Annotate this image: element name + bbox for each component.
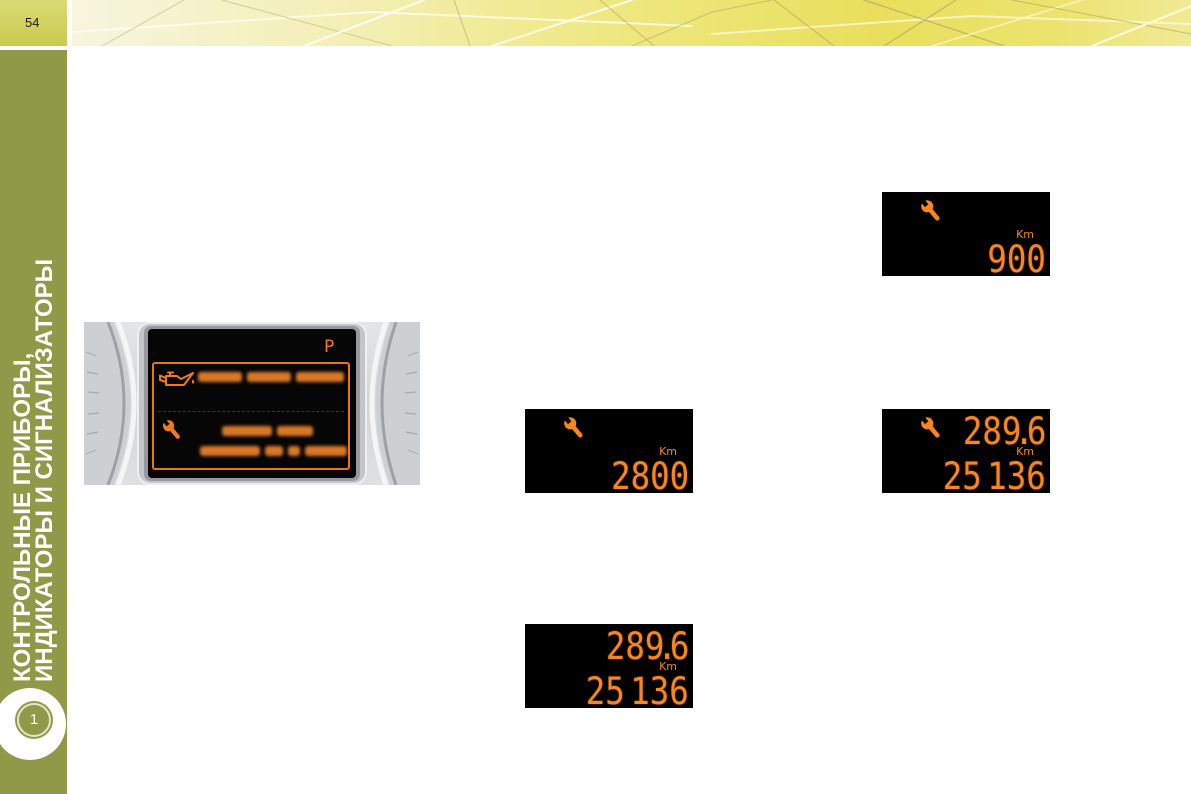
odometer-display: 289.6 Km 25 136 bbox=[525, 624, 693, 708]
odometer-value: 25 136 bbox=[943, 455, 1046, 493]
service-distance-value: 900 bbox=[987, 238, 1046, 276]
odometer-value: 25 136 bbox=[586, 670, 689, 708]
service-distance-value: 2800 bbox=[611, 455, 689, 493]
chapter-number-badge: 1 bbox=[17, 703, 51, 737]
wrench-icon bbox=[920, 416, 940, 438]
message-divider bbox=[158, 411, 344, 412]
service-display: Km 2800 bbox=[525, 409, 693, 493]
distance-unit: Km bbox=[1016, 228, 1034, 241]
distance-unit: Km bbox=[659, 660, 677, 673]
service-display: 289.6 Km 25 136 bbox=[882, 409, 1050, 493]
wrench-icon bbox=[920, 199, 940, 221]
wrench-icon bbox=[162, 419, 180, 439]
chapter-title: КОНТРОЛЬНЫЕ ПРИБОРЫ, ИНДИКАТОРЫ И СИГНАЛ… bbox=[9, 232, 58, 682]
gear-indicator: P bbox=[324, 337, 335, 357]
message-frame bbox=[152, 362, 350, 470]
blurred-message-text bbox=[198, 372, 344, 382]
oil-can-icon bbox=[159, 371, 195, 386]
blurred-message-text bbox=[200, 446, 347, 456]
distance-unit: Km bbox=[659, 445, 677, 458]
instrument-cluster-image: P bbox=[84, 322, 420, 485]
distance-unit: Km bbox=[1016, 445, 1034, 458]
blurred-message-text bbox=[222, 426, 313, 436]
page-number-tab: 54 bbox=[0, 0, 67, 46]
wrench-icon bbox=[563, 416, 583, 438]
multifunction-screen: P bbox=[148, 329, 356, 478]
page-number: 54 bbox=[25, 15, 40, 30]
service-display: Km 900 bbox=[882, 192, 1050, 276]
trip-distance-value: 289.6 bbox=[605, 625, 689, 668]
header-banner bbox=[72, 0, 1191, 46]
banner-line-pattern bbox=[72, 0, 1191, 46]
chapter-sidebar: КОНТРОЛЬНЫЕ ПРИБОРЫ, ИНДИКАТОРЫ И СИГНАЛ… bbox=[0, 50, 67, 794]
chapter-title-line-2: ИНДИКАТОРЫ И СИГНАЛИЗАТОРЫ bbox=[31, 258, 58, 682]
trip-distance-value: 289.6 bbox=[962, 410, 1046, 453]
